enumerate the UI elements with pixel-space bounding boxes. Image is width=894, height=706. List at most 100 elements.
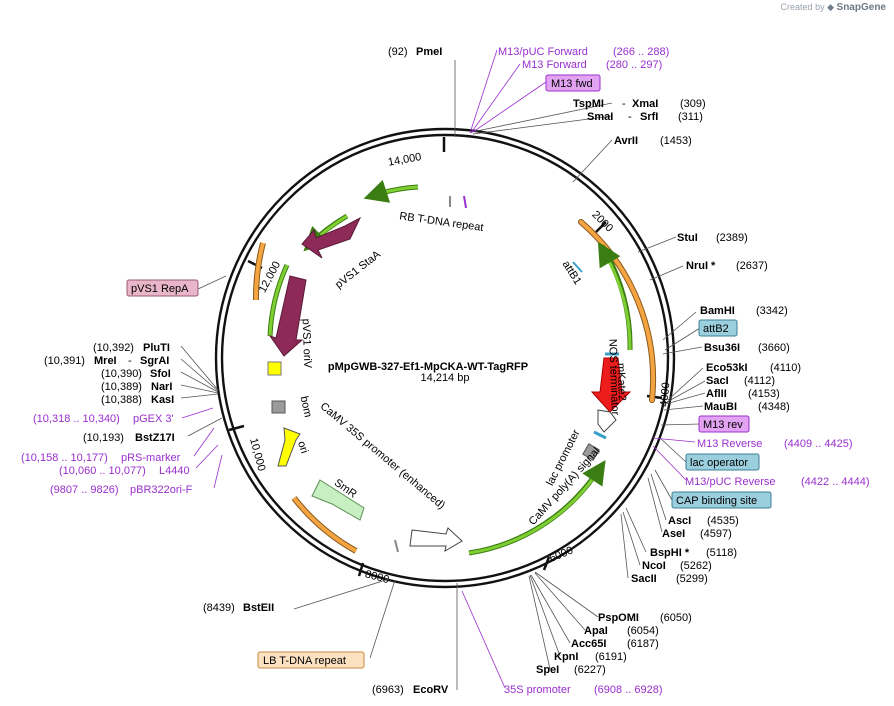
credit-text: Created by [780, 2, 825, 12]
nos-terminator-arrow [597, 409, 617, 433]
site-psp-omi-pos: (6050) [660, 612, 692, 624]
cap-mark [593, 430, 607, 440]
site-pmei-pos: (92) [388, 46, 408, 58]
right-leader-lines [454, 60, 706, 690]
orange-arc-left-bottom [292, 496, 357, 553]
feature-pvs1-staa: pVS1 StaA [333, 248, 383, 291]
site-kasi-pos: (10,388) [101, 394, 142, 406]
site-eco53ki: Eco53kI [706, 362, 748, 374]
site-bstz17i-pos: (10,193) [83, 432, 124, 444]
site-spei: SpeI [536, 664, 559, 676]
site-bstz17i: BstZ17I [135, 432, 175, 444]
orange-arc-right [579, 220, 656, 402]
site-bamhi: BamHI [700, 305, 735, 317]
rb-primer-mark [463, 195, 467, 209]
site-ncoi: NcoI [642, 560, 666, 572]
primer-m13-puc-reverse: M13/pUC Reverse [685, 476, 775, 488]
attb1-mark [572, 261, 583, 273]
site-smai: SmaI [587, 111, 613, 123]
ori-arrow [277, 427, 301, 467]
feature-box-lb-tdna-repeat [257, 651, 365, 669]
site-asei-pos: (4597) [700, 528, 732, 540]
green-arc-oriv [268, 264, 289, 337]
site-ecorv-pos: (6963) [372, 684, 404, 696]
feature-m13-rev: M13 rev [703, 419, 743, 431]
feature-box-m13-rev [698, 415, 750, 433]
site-spei-pos: (6227) [574, 664, 606, 676]
primer-m13-puc-forward-pos: (266 .. 288) [613, 46, 669, 58]
site-acc65i-pos: (6187) [627, 638, 659, 650]
plasmid-size: 14,214 bp [421, 372, 470, 384]
plasmid-name: pMpGWB-327-Ef1-MpCKA-WT-TagRFP [328, 361, 528, 373]
green-arc-right [597, 241, 632, 351]
feature-attb1: attB1 [560, 259, 584, 287]
site-acc65i: Acc65I [571, 638, 606, 650]
white-arrow-bottom [409, 527, 463, 552]
primer-l4440-pos: (10,060 .. 10,077) [59, 465, 146, 477]
green-arc-bottom [468, 459, 606, 555]
primer-35s-promoter: 35S promoter [504, 684, 571, 696]
site-tspmi-pos: (309) [680, 98, 706, 110]
primer-35s-promoter-pos: (6908 .. 6928) [594, 684, 663, 696]
feature-cap-binding-site: CAP binding site [676, 495, 757, 507]
site-maubi: MauBI [704, 401, 737, 413]
primer-m13-reverse-pos: (4409 .. 4425) [784, 438, 853, 450]
site-mrei: MreI [94, 355, 117, 367]
site-bsteii: BstEII [243, 602, 274, 614]
feature-rb-tdna-repeat: RB T-DNA repeat [399, 210, 485, 234]
site-asci: AscI [668, 515, 691, 527]
site-bsteii-pos: (8439) [203, 602, 235, 614]
site-xmai: XmaI [632, 98, 658, 110]
site-bsu36i: Bsu36I [704, 342, 740, 354]
site-asci-pos: (4535) [707, 515, 739, 527]
tick-label-14000: 14,000 [387, 151, 422, 169]
feature-box-pvs1-repa [126, 279, 199, 297]
left-primer-lines [181, 407, 223, 489]
primer-prs-marker-pos: (10,158 .. 10,177) [21, 452, 108, 464]
site-separator: - [628, 111, 632, 123]
site-bsu36i-pos: (3660) [758, 342, 790, 354]
feature-mkate2: mKate2 [615, 363, 628, 401]
site-tspmi: TspMI [573, 98, 604, 110]
primer-m13-puc-reverse-pos: (4422 .. 4444) [801, 476, 870, 488]
feature-attb2: attB2 [703, 323, 729, 335]
site-pluti: PluTI [143, 342, 170, 354]
site-ncoi-pos: (5262) [680, 560, 712, 572]
mkate2-arrow [590, 357, 632, 413]
site-avrii: AvrII [614, 135, 638, 147]
primer-m13-reverse: M13 Reverse [697, 438, 762, 450]
primer-pgex3: pGEX 3' [133, 413, 174, 425]
feature-m13-fwd: M13 fwd [551, 78, 593, 90]
site-nrui-pos: (2637) [736, 260, 768, 272]
feature-box-attb2 [698, 319, 738, 337]
lb-mark [394, 539, 399, 553]
green-arc-top [363, 179, 419, 203]
site-bsphi: BspHI * [650, 547, 690, 559]
tick-label-8000: 8000 [364, 568, 391, 586]
feature-box-cap-binding-site [671, 491, 772, 509]
site-kpni-pos: (6191) [595, 651, 627, 663]
site-stui-pos: (2389) [716, 232, 748, 244]
site-sfoi: SfoI [150, 368, 171, 380]
site-pmei: PmeI [416, 46, 442, 58]
site-saci: SacI [706, 375, 729, 387]
primer-pbr322ori-f: pBR322ori-F [130, 484, 193, 496]
right-primer-lines [461, 49, 696, 689]
site-sfoi-pos: (10,390) [101, 368, 142, 380]
primer-m13-forward-pos: (280 .. 297) [606, 59, 662, 71]
feature-box-m13-fwd [545, 74, 601, 92]
bom-box [271, 400, 286, 414]
primer-m13-forward: M13 Forward [522, 59, 587, 71]
oriv-yellow-box [267, 361, 282, 376]
site-separator: - [128, 355, 132, 367]
tick-marks [228, 137, 663, 577]
site-apai-pos: (6054) [627, 625, 659, 637]
site-sgrai: SgrAI [140, 355, 169, 367]
primer-pbr322ori-f-pos: (9807 .. 9826) [50, 484, 119, 496]
site-maubi-pos: (4348) [758, 401, 790, 413]
feature-lb-tdna-repeat: LB T-DNA repeat [263, 655, 346, 667]
primer-l4440: L4440 [159, 465, 190, 477]
site-aflii: AflII [706, 388, 727, 400]
site-avrii-pos: (1453) [660, 135, 692, 147]
